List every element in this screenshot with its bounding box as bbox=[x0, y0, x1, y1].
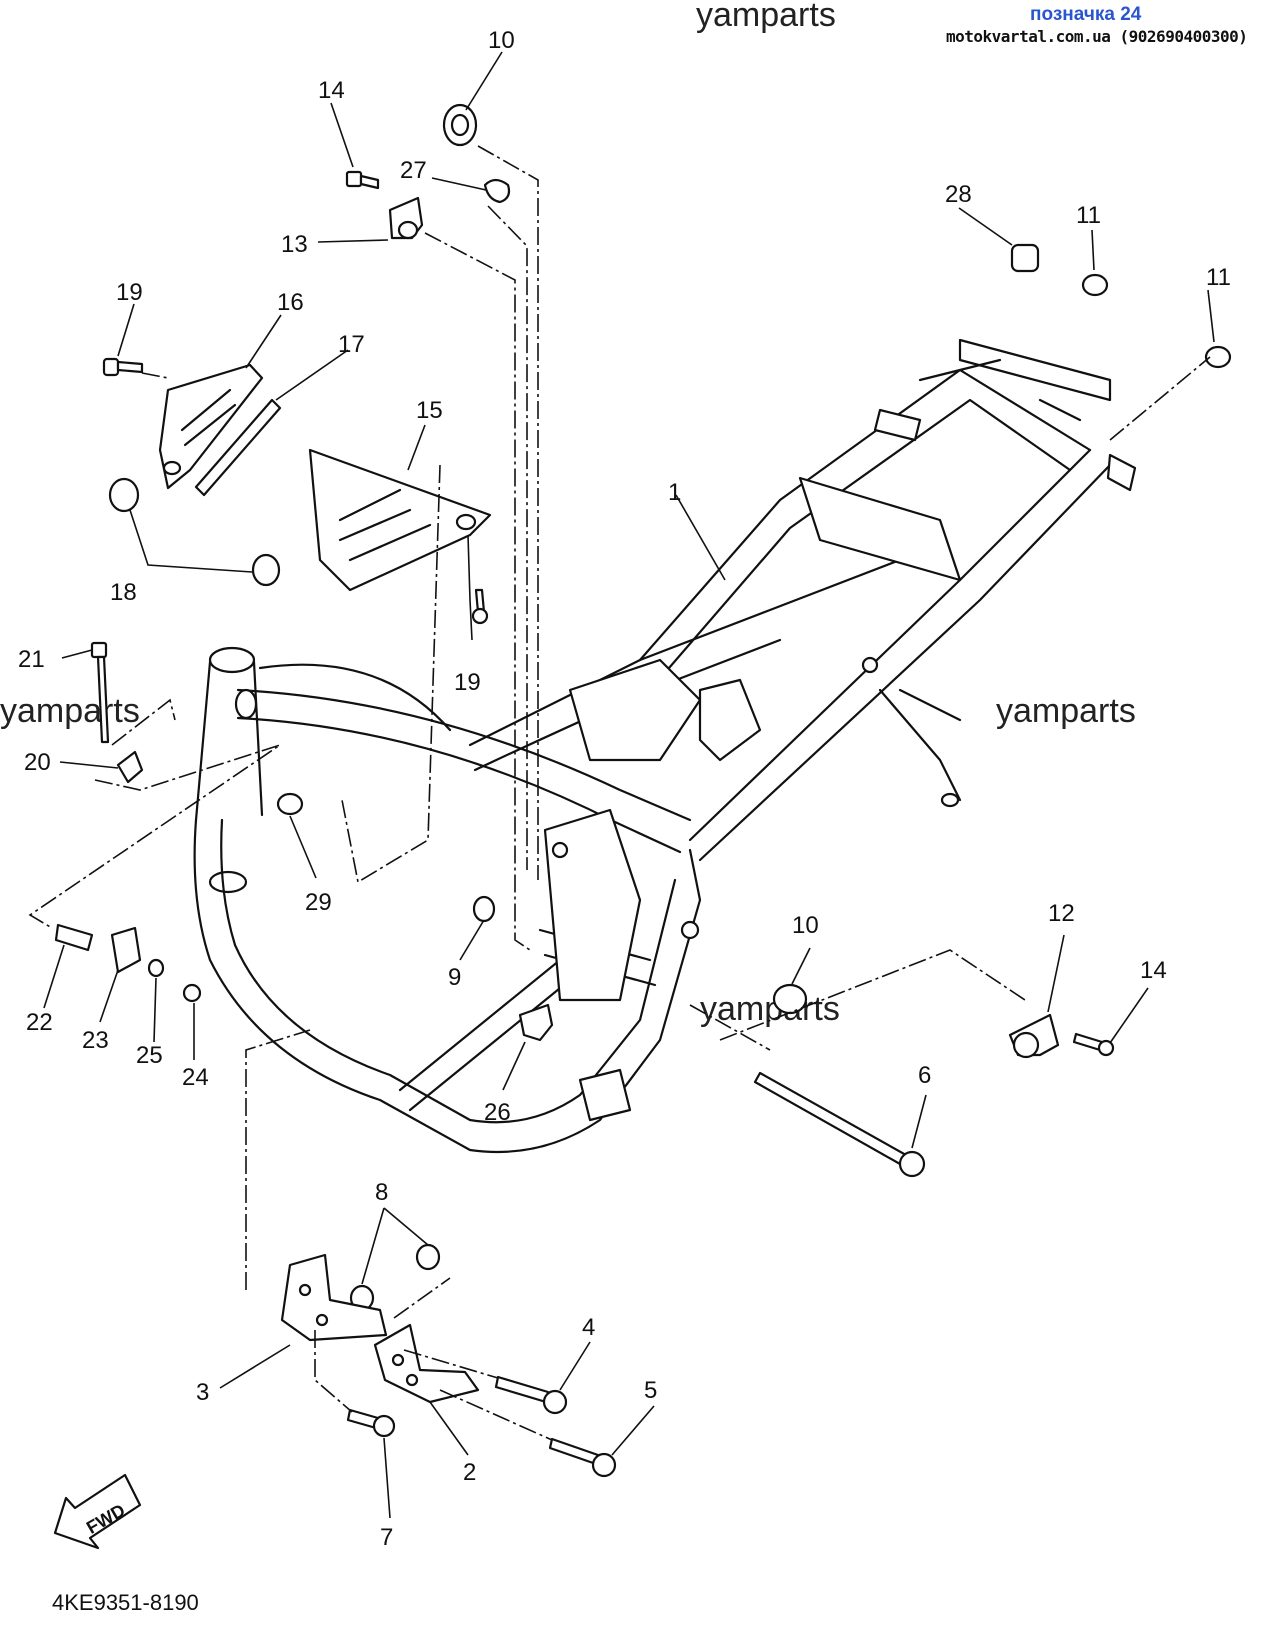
clip-29[interactable] bbox=[276, 792, 304, 816]
callout-20[interactable]: 20 bbox=[24, 749, 51, 776]
callout-2[interactable]: 2 bbox=[463, 1459, 476, 1486]
callout-10-top[interactable]: 10 bbox=[488, 27, 515, 54]
callout-15[interactable]: 15 bbox=[416, 397, 443, 424]
callout-21[interactable]: 21 bbox=[18, 646, 45, 673]
screw-24[interactable] bbox=[182, 983, 202, 1003]
callout-numbers: 10 14 27 13 28 11 11 19 16 17 15 18 19 2… bbox=[18, 27, 1231, 1551]
callout-6[interactable]: 6 bbox=[918, 1062, 931, 1089]
engine-bracket-3[interactable] bbox=[280, 1253, 388, 1342]
clip-27[interactable] bbox=[483, 178, 511, 204]
callout-7[interactable]: 7 bbox=[380, 1524, 393, 1551]
callout-11-a[interactable]: 11 bbox=[1076, 202, 1101, 229]
damper-18-upper[interactable] bbox=[108, 477, 140, 513]
bolt-14-top[interactable] bbox=[345, 170, 380, 190]
callout-9[interactable]: 9 bbox=[448, 964, 461, 991]
grommet-10-top[interactable] bbox=[442, 103, 478, 147]
plate-23[interactable] bbox=[110, 926, 142, 974]
callout-28[interactable]: 28 bbox=[945, 181, 972, 208]
callout-13[interactable]: 13 bbox=[281, 231, 308, 258]
bolt-14-right[interactable] bbox=[1072, 1032, 1115, 1057]
bolt-5[interactable] bbox=[548, 1437, 617, 1478]
bolt-19-right[interactable] bbox=[471, 588, 489, 625]
long-bolt-6[interactable] bbox=[753, 1071, 926, 1178]
side-cover-15[interactable] bbox=[308, 448, 492, 592]
cap-11-a[interactable] bbox=[1081, 273, 1109, 297]
watermark-top: yamparts bbox=[696, 0, 836, 34]
callout-23[interactable]: 23 bbox=[82, 1027, 109, 1054]
diagram-code: 4KE9351-8190 bbox=[52, 1590, 199, 1615]
cable-tie-21[interactable] bbox=[90, 641, 110, 744]
callout-27[interactable]: 27 bbox=[400, 157, 427, 184]
callout-24[interactable]: 24 bbox=[182, 1064, 209, 1091]
rod-17[interactable] bbox=[194, 398, 282, 497]
clamp-26[interactable] bbox=[518, 1003, 554, 1042]
callout-19-right[interactable]: 19 bbox=[454, 669, 481, 696]
forward-arrow: FWD bbox=[53, 1473, 142, 1550]
washer-25[interactable] bbox=[147, 958, 165, 978]
watermark-right: yamparts bbox=[996, 692, 1136, 730]
engine-bracket-2[interactable] bbox=[373, 1323, 480, 1404]
bracket-13[interactable] bbox=[388, 196, 424, 240]
switch-22[interactable] bbox=[54, 923, 94, 952]
callout-14-top[interactable]: 14 bbox=[318, 77, 345, 104]
callout-22[interactable]: 22 bbox=[26, 1009, 53, 1036]
watermark-center: yamparts bbox=[700, 990, 840, 1028]
watermark-left: yamparts bbox=[0, 692, 140, 730]
reference-label[interactable]: позначка 24 bbox=[1030, 4, 1142, 25]
cap-11-b[interactable] bbox=[1204, 345, 1232, 369]
grommet-10-right[interactable] bbox=[772, 983, 808, 1015]
callout-8[interactable]: 8 bbox=[375, 1179, 388, 1206]
alignment-lines bbox=[28, 145, 1211, 1441]
main-frame[interactable] bbox=[193, 338, 1137, 1154]
clamp-20[interactable] bbox=[116, 750, 144, 784]
callout-3[interactable]: 3 bbox=[196, 1379, 209, 1406]
callout-5[interactable]: 5 bbox=[644, 1377, 657, 1404]
shop-label: motokvartal.com.ua (902690400300) bbox=[946, 27, 1248, 46]
footrest-plate-16[interactable] bbox=[158, 363, 264, 490]
callout-25[interactable]: 25 bbox=[136, 1042, 163, 1069]
callout-18[interactable]: 18 bbox=[110, 579, 137, 606]
callout-10-right[interactable]: 10 bbox=[792, 912, 819, 939]
callout-1[interactable]: 1 bbox=[668, 479, 681, 506]
callout-12[interactable]: 12 bbox=[1048, 900, 1075, 927]
callout-16[interactable]: 16 bbox=[277, 289, 304, 316]
callout-11-b[interactable]: 11 bbox=[1206, 264, 1231, 291]
bolt-19-left[interactable] bbox=[102, 357, 144, 377]
bolt-4[interactable] bbox=[494, 1375, 568, 1415]
callout-14-right[interactable]: 14 bbox=[1140, 957, 1167, 984]
callout-29[interactable]: 29 bbox=[305, 889, 332, 916]
callout-26[interactable]: 26 bbox=[484, 1099, 511, 1126]
leader-lines bbox=[43, 51, 1215, 1519]
callout-19-left[interactable]: 19 bbox=[116, 279, 143, 306]
callout-17[interactable]: 17 bbox=[338, 331, 365, 358]
bracket-12[interactable] bbox=[1008, 1013, 1060, 1059]
bolt-7[interactable] bbox=[346, 1408, 396, 1438]
damper-28[interactable] bbox=[1010, 243, 1040, 273]
callout-4[interactable]: 4 bbox=[582, 1314, 595, 1341]
damper-18-lower[interactable] bbox=[251, 553, 281, 587]
nut-8-b[interactable] bbox=[415, 1243, 441, 1271]
nut-9[interactable] bbox=[472, 895, 496, 923]
